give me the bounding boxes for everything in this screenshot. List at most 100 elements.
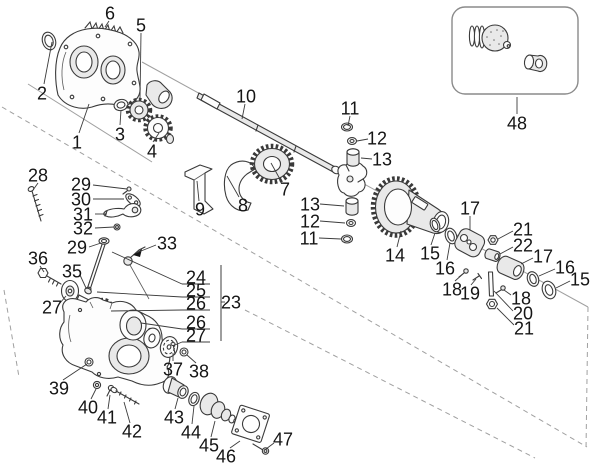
part-screw-28 xyxy=(27,186,44,222)
part-bolt-36 xyxy=(37,267,62,287)
leader-line-14 xyxy=(396,230,402,248)
leader-line-28 xyxy=(32,182,39,191)
callout-label-12: 12 xyxy=(367,129,387,149)
leader-line-11 xyxy=(347,115,351,127)
leader-line-24 xyxy=(111,251,183,285)
callout-label-35: 35 xyxy=(62,262,82,282)
leader-line-15 xyxy=(430,232,436,246)
leader-line-38 xyxy=(186,354,197,364)
leader-line-35 xyxy=(79,274,87,289)
part-washer-11-bottom xyxy=(340,234,354,244)
callout-label-16: 16 xyxy=(435,259,455,279)
callout-label-42: 42 xyxy=(122,422,142,442)
leader-line-7 xyxy=(270,162,282,182)
leader-line-15 xyxy=(555,280,571,289)
part-gear-4 xyxy=(143,114,175,145)
leader-line-27 xyxy=(174,341,183,346)
callout-label-6: 6 xyxy=(105,4,115,24)
callout-label-2: 2 xyxy=(37,84,47,104)
callout-label-5: 5 xyxy=(136,16,146,36)
construction-line xyxy=(585,306,589,451)
callout-label-18: 18 xyxy=(511,289,531,309)
part-stud-20 xyxy=(487,271,495,297)
part-spacer-22 xyxy=(484,248,501,262)
callout-label-40: 40 xyxy=(78,398,98,418)
callout-label-26: 26 xyxy=(186,294,206,314)
leader-line-18 xyxy=(454,272,465,282)
callout-label-21: 21 xyxy=(513,220,533,240)
callout-label-11: 11 xyxy=(300,229,319,249)
part-ring-15-left xyxy=(429,217,441,233)
callout-label-7: 7 xyxy=(280,180,290,200)
part-pin-18-right xyxy=(495,285,506,294)
leader-line-16 xyxy=(446,242,451,261)
part-boot-45 xyxy=(199,392,239,424)
leader-line-41 xyxy=(107,394,111,410)
part-washer-11-top xyxy=(340,122,354,132)
callout-label-21: 21 xyxy=(514,319,534,339)
construction-line xyxy=(3,289,20,378)
part-selector-fork-9 xyxy=(184,164,214,215)
leader-line-32 xyxy=(94,226,115,229)
callout-label-24: 24 xyxy=(186,268,206,288)
leader-line-13 xyxy=(360,157,373,160)
construction-line xyxy=(1,106,588,448)
part-screw-29-small xyxy=(122,186,132,195)
callout-label-45: 45 xyxy=(199,436,219,456)
callout-label-4: 4 xyxy=(147,142,157,162)
callout-label-19: 19 xyxy=(460,284,480,304)
leader-line-29 xyxy=(92,184,128,190)
callout-label-10: 10 xyxy=(236,87,256,107)
part-bushing-3 xyxy=(113,98,129,112)
callout-label-22: 22 xyxy=(513,236,533,256)
callout-label-39: 39 xyxy=(49,379,69,399)
leader-line-17 xyxy=(520,257,534,265)
part-washer-12-top xyxy=(346,137,358,145)
part-coupling-17-left xyxy=(454,228,486,258)
leader-line-4 xyxy=(152,132,160,143)
callout-label-13: 13 xyxy=(372,150,392,170)
part-pinion-gear xyxy=(125,97,153,123)
part-link-30 xyxy=(125,193,141,207)
inset-box xyxy=(451,6,579,95)
callout-label-20: 20 xyxy=(513,304,533,324)
leader-line-3 xyxy=(119,109,122,126)
callout-label-48: 48 xyxy=(507,114,527,134)
part-joint-knuckle xyxy=(337,161,368,197)
leader-line-29 xyxy=(88,242,102,248)
part-gearbox-cover xyxy=(55,27,141,109)
part-nut-32 xyxy=(113,223,121,231)
part-flange-plate-46 xyxy=(231,404,270,443)
callout-label-31: 31 xyxy=(73,205,93,225)
callout-label-18: 18 xyxy=(442,280,462,300)
part-bolt-42 xyxy=(110,386,140,405)
callout-label-9: 9 xyxy=(195,200,205,220)
part-plug-48 xyxy=(468,24,512,52)
leader-line-20 xyxy=(493,290,514,312)
leader-line-46 xyxy=(229,440,241,449)
leader-line-21 xyxy=(496,307,515,326)
leader-line-33 xyxy=(135,244,157,254)
callout-label-11: 11 xyxy=(341,99,360,119)
part-oil-seal xyxy=(41,31,57,51)
leader-line-36 xyxy=(39,265,45,273)
leader-line-19 xyxy=(470,278,477,286)
callout-label-27: 27 xyxy=(42,298,62,318)
part-oring-15-right xyxy=(541,280,557,300)
part-bushing-48 xyxy=(523,54,548,73)
callout-label-37: 37 xyxy=(163,360,183,380)
construction-line xyxy=(27,83,153,163)
part-washer-12-bottom xyxy=(345,219,357,227)
leader-line-40 xyxy=(90,388,97,400)
callout-label-17: 17 xyxy=(460,199,480,219)
callout-label-33: 33 xyxy=(157,234,177,254)
callout-label-41: 41 xyxy=(97,408,117,428)
part-pin-35 xyxy=(84,287,92,295)
leader-line-42 xyxy=(123,401,131,424)
leader-line-43 xyxy=(174,397,179,410)
leader-line-26 xyxy=(140,322,183,330)
part-ring-16-left xyxy=(444,227,458,245)
